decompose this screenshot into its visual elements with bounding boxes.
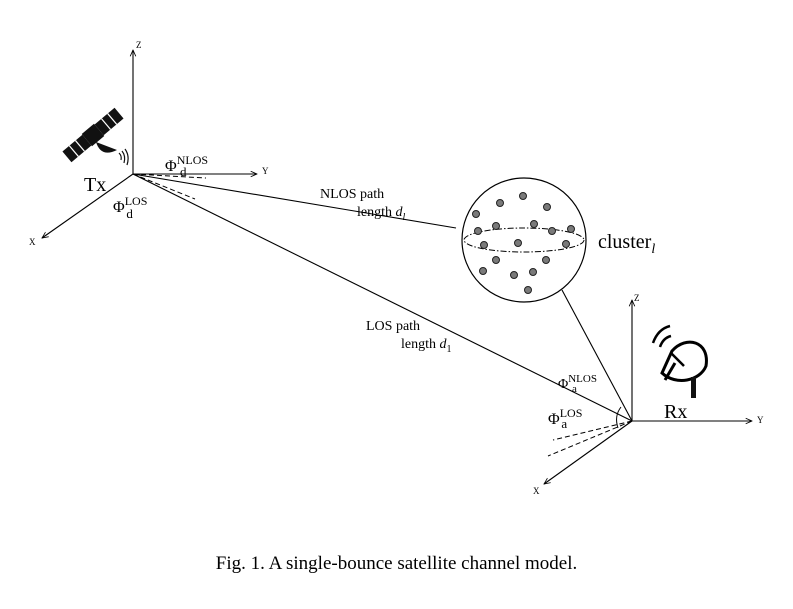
tx-x-axis	[42, 173, 134, 238]
cluster-label: clusterl	[598, 231, 655, 257]
scatterer	[530, 220, 538, 228]
rx-x-axis	[544, 420, 633, 484]
scatterer	[472, 210, 480, 218]
los-path-label: LOS path	[366, 319, 420, 334]
scatterer	[479, 267, 487, 275]
scatterer	[542, 256, 550, 264]
scatterer	[562, 240, 570, 248]
rx-y-label: Y	[757, 415, 764, 425]
los-length-label: length d1	[401, 337, 452, 355]
scatterer	[519, 192, 527, 200]
scatterer	[510, 271, 518, 279]
scatterer	[480, 241, 488, 249]
tx-los-projection	[132, 173, 196, 200]
nlos-path-label: NLOS path	[320, 187, 384, 202]
tx-axes	[42, 50, 257, 238]
figure-caption: Fig. 1. A single-bounce satellite channe…	[215, 553, 578, 574]
tx-y-label: Y	[262, 166, 269, 176]
scatterer	[492, 222, 500, 230]
cluster-sphere	[461, 177, 587, 303]
cluster-equator	[463, 227, 585, 253]
tx-z-label: Z	[136, 40, 142, 50]
scatterer	[529, 268, 537, 276]
scatterer	[496, 199, 504, 207]
rx-label: Rx	[664, 401, 687, 423]
tx-label: Tx	[84, 174, 106, 196]
scatterer	[492, 256, 500, 264]
scatterer	[567, 225, 575, 233]
cluster-to-rx-line	[561, 289, 633, 422]
los-path-line	[132, 173, 633, 422]
scatterer	[543, 203, 551, 211]
rx-los-projection	[547, 420, 633, 457]
tx-nlos-projection	[132, 173, 207, 179]
rx-axes	[544, 300, 752, 484]
rx-angle-arc	[616, 406, 622, 429]
rx-x-label: X	[533, 486, 540, 496]
dish-antenna-icon	[651, 324, 708, 398]
rx-z-label: Z	[634, 293, 640, 303]
satellite-icon	[62, 107, 129, 166]
scatterer	[514, 239, 522, 247]
scatterer	[524, 286, 532, 294]
tx-x-label: X	[29, 237, 36, 247]
scatterer	[474, 227, 482, 235]
scatterer	[548, 227, 556, 235]
nlos-length-label: length dl	[357, 205, 406, 223]
rx-nlos-projection	[552, 420, 633, 441]
nlos-path-line	[132, 173, 457, 229]
cluster	[461, 177, 587, 303]
